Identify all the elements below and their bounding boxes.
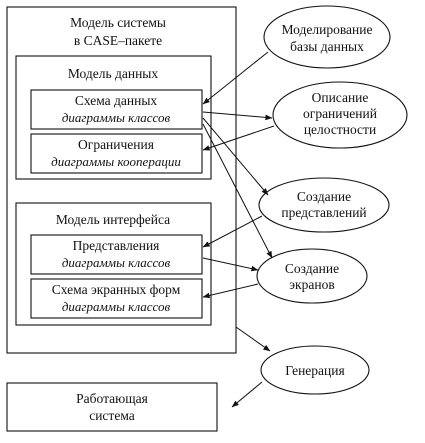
constraints-box	[30, 133, 203, 174]
data-schema-subtitle: диаграммы классов	[62, 110, 171, 125]
system-model-title-line2: в CASE–пакете	[74, 33, 162, 48]
views-subtitle: диаграммы классов	[62, 255, 171, 270]
integrity-ellipse	[272, 81, 408, 149]
integrity-line1: Описание	[312, 90, 369, 105]
views-box	[30, 234, 203, 275]
db-modeling-ellipse	[263, 5, 391, 69]
integrity-line2: ограничений	[303, 106, 377, 121]
constraints-title: Ограничения	[78, 137, 154, 152]
screens-creation-line1: Создание	[285, 261, 339, 276]
screen-forms-title: Схема экранных форм	[52, 282, 181, 297]
arrow-views-to-screens-creation	[202, 257, 259, 272]
data-schema-title: Схема данных	[75, 93, 158, 108]
screens-creation-ellipse	[256, 248, 368, 304]
integrity-line3: целостности	[304, 122, 376, 137]
db-modeling-line2: базы данных	[290, 39, 364, 54]
screens-creation-line2: экранов	[289, 277, 334, 292]
arrow-schema-to-views-creation	[202, 117, 269, 196]
views-title: Представления	[73, 238, 160, 253]
working-system-box	[6, 382, 218, 432]
screen-forms-subtitle: диаграммы классов	[62, 299, 171, 314]
arrow-generation-to-working-system	[231, 381, 263, 408]
data-schema-box	[30, 89, 203, 130]
data-model-title: Модель данных	[68, 66, 159, 81]
generation-ellipse	[260, 345, 370, 395]
screen-forms-box	[30, 278, 203, 319]
arrow-schema-to-integrity	[202, 111, 273, 121]
system-model-title-line1: Модель системы	[70, 15, 166, 30]
arrow-system-model-to-generation	[235, 326, 271, 352]
views-creation-ellipse	[258, 177, 390, 233]
db-modeling-line1: Моделирование	[282, 22, 373, 37]
interface-model-title: Модель интерфейса	[56, 212, 170, 227]
arrow-schema-to-screens-creation	[202, 123, 273, 259]
arrow-screens-creation-to-screen-forms	[202, 283, 259, 299]
views-creation-line2: представлений	[281, 205, 366, 220]
generation-label: Генерация	[285, 363, 344, 378]
constraints-subtitle: диаграммы кооперации	[51, 154, 181, 169]
arrow-db-modeling-to-schema	[202, 51, 269, 105]
working-system-line2: система	[89, 408, 135, 423]
views-creation-line1: Создание	[297, 189, 351, 204]
arrow-views-creation-to-views	[202, 215, 263, 248]
working-system-line1: Работающая	[76, 391, 148, 406]
